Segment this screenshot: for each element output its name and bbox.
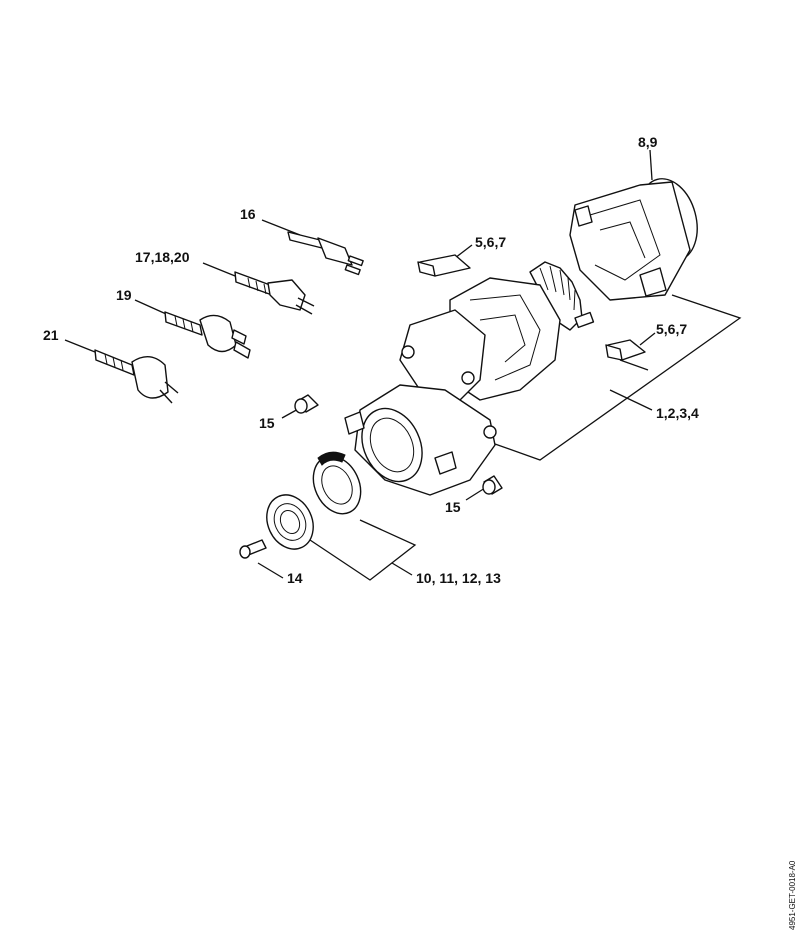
label-bushing-left: 15 [259, 415, 275, 431]
brush-holder-right [605, 339, 646, 361]
drawing-code: 4951-GET-0018-A0 [788, 860, 797, 930]
label-motor-cover: 8,9 [638, 134, 658, 150]
label-brush-top: 5,6,7 [475, 234, 506, 250]
label-plug-21: 21 [43, 327, 59, 343]
label-brush-right: 5,6,7 [656, 321, 687, 337]
leader-lines [64, 149, 742, 581]
motor-housing [344, 261, 595, 496]
label-screw: 14 [287, 570, 303, 586]
motor-cover [569, 178, 698, 301]
power-plug-17 [234, 271, 315, 315]
power-plug-21 [94, 349, 179, 404]
power-plug-16 [287, 231, 364, 276]
screw [239, 539, 267, 559]
label-seal-parts: 10, 11, 12, 13 [416, 570, 501, 586]
part-labels: 8,9 16 17,18,20 19 21 5,6,7 5,6,7 1,2,3,… [43, 134, 699, 586]
label-plug-16: 16 [240, 206, 256, 222]
label-motor-assembly: 1,2,3,4 [656, 405, 699, 421]
label-plug-17: 17,18,20 [135, 249, 190, 265]
bushing-left [294, 394, 319, 414]
label-bushing-right: 15 [445, 499, 461, 515]
bushing-right [482, 475, 503, 495]
power-plug-19 [164, 311, 251, 359]
label-plug-19: 19 [116, 287, 132, 303]
seal-ring-outer [266, 494, 314, 550]
seal-ring-inner [312, 451, 362, 515]
brush-holder-top [417, 254, 471, 277]
